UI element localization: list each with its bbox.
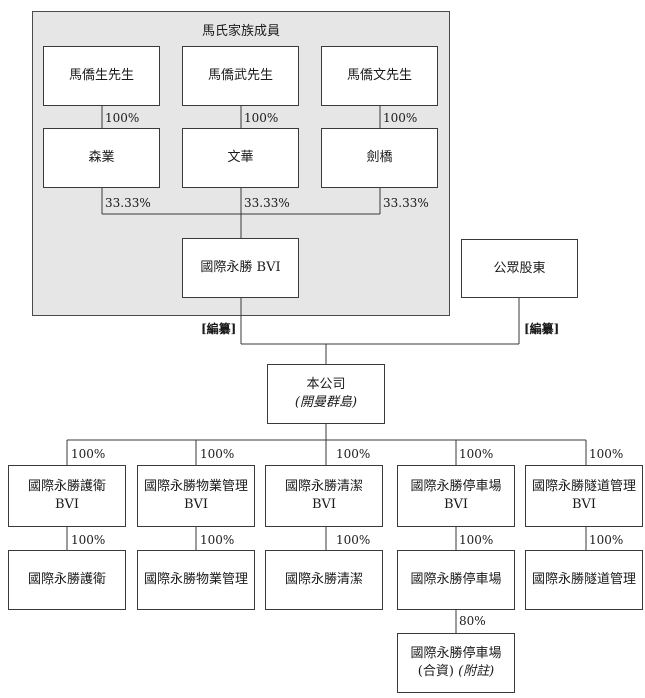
ops-box-5: 國際永勝隧道管理 (525, 550, 643, 610)
person-pct-3: 100% (383, 111, 418, 125)
holdco-box-2: 文華 (182, 128, 299, 188)
holdco-box-1: 森業 (43, 128, 160, 188)
ops-box-3: 國際永勝清潔 (265, 550, 383, 610)
ops-label: 國際永勝物業管理 (143, 572, 248, 587)
company-box: 本公司 (開曼群島) (267, 364, 385, 424)
sub-bvi-label: 國際永勝護衛 BVI (27, 479, 106, 512)
sub-bvi-pct-4: 100% (459, 447, 494, 461)
sub-bvi-box-2: 國際永勝物業管理 BVI (137, 465, 255, 527)
sub-bvi-box-1: 國際永勝護衛 BVI (8, 465, 126, 527)
public-shareholders-box: 公眾股東 (461, 239, 578, 298)
holdco-label: 文華 (227, 150, 254, 165)
ops-pct-3: 100% (336, 533, 371, 547)
ops-pct-2: 100% (200, 533, 235, 547)
holdco-pct-1: 33.33% (105, 196, 151, 210)
holdco-pct-3: 33.33% (383, 196, 429, 210)
ops-pct-5: 100% (589, 533, 624, 547)
ops-box-1: 國際永勝護衛 (8, 550, 126, 610)
ops-box-4: 國際永勝停車場 (397, 550, 515, 610)
sub-bvi-label: 國際永勝清潔 BVI (284, 479, 363, 512)
ops-label: 國際永勝停車場 (410, 572, 502, 587)
person-label: 馬僑生先生 (68, 68, 134, 83)
sub-bvi-pct-1: 100% (71, 447, 106, 461)
company-name: 本公司 (306, 377, 346, 392)
ops-label: 國際永勝護衛 (27, 572, 106, 587)
family-title: 馬氏家族成員 (201, 24, 280, 39)
ops-pct-1: 100% (71, 533, 106, 547)
person-box-3: 馬僑文先生 (321, 46, 438, 106)
person-pct-2: 100% (244, 111, 279, 125)
redacted-label-left: [編纂] (201, 322, 237, 336)
jv-name: 國際永勝停車場 (410, 646, 502, 661)
ops-box-2: 國際永勝物業管理 (137, 550, 255, 610)
sub-bvi-label: 國際永勝物業管理 BVI (143, 479, 248, 512)
sub-bvi-label: 國際永勝隧道管理 BVI (531, 479, 636, 512)
person-box-2: 馬僑武先生 (182, 46, 299, 106)
sub-bvi-box-3: 國際永勝清潔 BVI (265, 465, 383, 527)
bvi-parent-label: 國際永勝 BVI (200, 260, 281, 275)
sub-bvi-box-5: 國際永勝隧道管理 BVI (525, 465, 643, 527)
sub-bvi-label: 國際永勝停車場 BVI (410, 479, 502, 512)
bvi-parent-box: 國際永勝 BVI (182, 238, 299, 298)
sub-bvi-pct-5: 100% (589, 447, 624, 461)
holdco-label: 森業 (88, 150, 115, 165)
sub-bvi-box-4: 國際永勝停車場 BVI (397, 465, 515, 527)
jv-pct: 80% (459, 614, 486, 628)
ops-pct-4: 100% (459, 533, 494, 547)
ops-label: 國際永勝隧道管理 (531, 572, 636, 587)
person-box-1: 馬僑生先生 (43, 46, 160, 106)
jv-box: 國際永勝停車場 (合資) (附註) (397, 633, 515, 693)
holdco-box-3: 劍橋 (321, 128, 438, 188)
holdco-label: 劍橋 (366, 150, 393, 165)
person-label: 馬僑武先生 (207, 68, 273, 83)
holdco-pct-2: 33.33% (244, 196, 290, 210)
person-label: 馬僑文先生 (346, 68, 412, 83)
jv-sub-a: (合資) (417, 664, 454, 679)
ops-label: 國際永勝清潔 (284, 572, 363, 587)
sub-bvi-pct-2: 100% (200, 447, 235, 461)
person-pct-1: 100% (105, 111, 140, 125)
jv-sub-b: (附註) (458, 664, 495, 679)
sub-bvi-pct-3: 100% (336, 447, 371, 461)
public-shareholders-label: 公眾股東 (493, 260, 546, 276)
redacted-label-right: [編纂] (524, 322, 560, 336)
jv-sub: (合資) (附註) (418, 663, 494, 681)
company-jurisdiction: (開曼群島) (294, 395, 358, 410)
